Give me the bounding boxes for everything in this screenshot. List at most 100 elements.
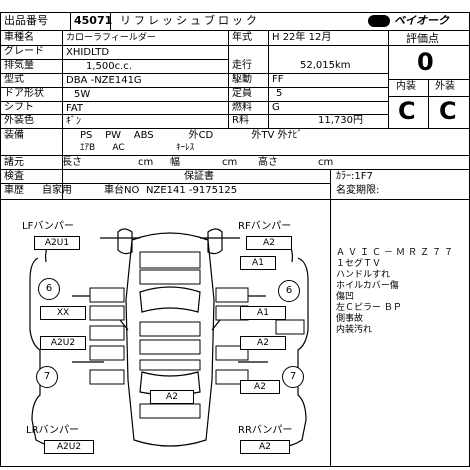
car-name-label: 車種名 <box>4 32 34 43</box>
header-bottom-line <box>0 30 470 31</box>
note-item: 傷凹 <box>336 292 355 302</box>
height-unit: cm <box>318 157 334 168</box>
year-value: H 22年 12月 <box>272 32 332 43</box>
capacity-label: 定員 <box>232 88 252 99</box>
logo-mark-icon <box>368 15 390 27</box>
chassis-value: NZE141 -9175125 <box>146 185 238 196</box>
lf-bumper-label: LFバンパー <box>22 221 74 232</box>
left-door-code-xx: XX <box>40 306 86 320</box>
left-rear-wheel-circle: 7 <box>36 366 58 388</box>
trunk-code-a2: A2 <box>150 390 194 404</box>
lf-bumper-code: A2U1 <box>34 236 80 250</box>
score-title-line <box>388 45 470 46</box>
price-label: R料 <box>232 115 249 126</box>
left-border <box>0 12 1 467</box>
width-unit: cm <box>222 157 238 168</box>
fuel-label: 燃料 <box>232 102 252 113</box>
right-quarter-code-a2: A2 <box>240 380 280 394</box>
left-front-door-panel <box>89 305 125 321</box>
left-front-fender-panel <box>89 287 125 303</box>
row-line-5 <box>0 101 388 102</box>
right-front-wheel-circle: 6 <box>278 280 300 302</box>
grade-value: XHIDLTD <box>66 47 110 58</box>
rr-bumper-code: A2 <box>240 440 290 454</box>
length-label: 長さ <box>62 157 82 168</box>
left-front-wheel-circle: 6 <box>38 278 60 300</box>
equipment-line-2: ｴｱB AC ｷｰﾚｽ <box>80 143 195 153</box>
roof-panel <box>139 321 201 337</box>
rf-bumper-label: RFバンパー <box>238 221 292 232</box>
left-rear-fender-panel <box>89 369 125 385</box>
row-line-7 <box>0 128 470 129</box>
chassis-label: 車台NO <box>104 185 140 196</box>
lr-bumper-label: LRバンパー <box>26 425 80 436</box>
color-code: ｶﾗｰ:1F7 <box>336 171 373 182</box>
label-column-line <box>62 30 63 200</box>
lot-label: 出品番号 <box>4 14 48 27</box>
note-item: 左Ｃピラー ＢＰ <box>336 303 402 313</box>
right-step-panel <box>275 319 305 335</box>
roof-panel-3 <box>139 359 201 371</box>
capacity-value: 5 <box>276 88 283 99</box>
row-line-history <box>0 199 470 200</box>
bottom-border <box>0 466 470 467</box>
note-item: １セグＴＶ <box>336 259 382 269</box>
left-rear-door-panel-2 <box>89 345 125 361</box>
note-item: 内装汚れ <box>336 325 373 335</box>
row-line-insp <box>0 183 330 184</box>
note-item: ハンドルすれ <box>336 270 391 280</box>
doors-value: 5W <box>74 89 91 100</box>
note-item: ＡＶＩＣ－ＭＲＺ７７ <box>336 248 457 258</box>
score-title: 評価点 <box>406 32 439 45</box>
front-left-bracket <box>117 228 133 255</box>
car-name-value: カローラフィールダー <box>66 33 156 43</box>
exterior-score: C <box>439 97 457 125</box>
note-item: 側事故 <box>336 314 364 324</box>
left-rear-door-panel-1 <box>89 325 125 341</box>
score-mid-line <box>428 79 429 128</box>
right-door-code-a1: A1 <box>240 306 286 320</box>
bayauc-logo: ベイオーク <box>368 13 468 29</box>
width-label: 幅 <box>170 157 180 168</box>
hood-panel <box>139 251 201 269</box>
shift-label: シフト <box>4 102 34 113</box>
mileage-value: 52,015km <box>300 60 351 71</box>
usage-value: 自家用 <box>42 185 72 196</box>
dims-label: 諸元 <box>4 157 24 168</box>
page-title: リフレッシュブロック <box>120 14 260 27</box>
shaken-label: 検査 <box>4 171 24 182</box>
shift-value: FAT <box>66 103 84 114</box>
price-value: 11,730円 <box>318 115 363 126</box>
row-line-3 <box>0 73 388 74</box>
year-value-line <box>268 30 269 128</box>
score-sub-line <box>388 96 470 97</box>
grade-label: グレード <box>4 46 44 57</box>
warranty-label: 保証書 <box>184 171 214 182</box>
overall-score: 0 <box>417 48 434 76</box>
mileage-label: 走行 <box>232 60 252 71</box>
year-label: 年式 <box>232 32 252 43</box>
top-border <box>0 12 470 13</box>
equipment-line-1: PS PW ABS 外CD 外TV 外ﾅﾋﾞ <box>80 130 303 141</box>
rr-bumper-label: RRバンパー <box>238 425 293 436</box>
trunk-panel <box>139 403 201 419</box>
color-value: ｷﾞﾝ <box>66 116 81 127</box>
header-divider-lotnum <box>110 12 111 30</box>
right-rear-wheel-circle: 7 <box>282 366 304 388</box>
fuel-value: G <box>272 102 280 113</box>
row-line-dims <box>0 169 470 170</box>
note-item: ホイルカバー傷 <box>336 281 399 291</box>
model-label: 型式 <box>4 74 24 85</box>
header-divider-lot <box>70 12 71 30</box>
score-split-line <box>388 79 470 80</box>
mirror-lines <box>119 319 221 331</box>
left-rear-door-code-a2u2: A2U2 <box>40 336 86 350</box>
displacement-label: 排気量 <box>4 60 34 71</box>
hood-panel-2 <box>139 269 201 285</box>
color-label: 外装色 <box>4 115 34 126</box>
windshield <box>139 286 201 313</box>
row-line-2 <box>0 59 228 60</box>
name-change-deadline: 名変期限: <box>336 185 380 196</box>
doors-label: ドア形状 <box>4 88 44 99</box>
